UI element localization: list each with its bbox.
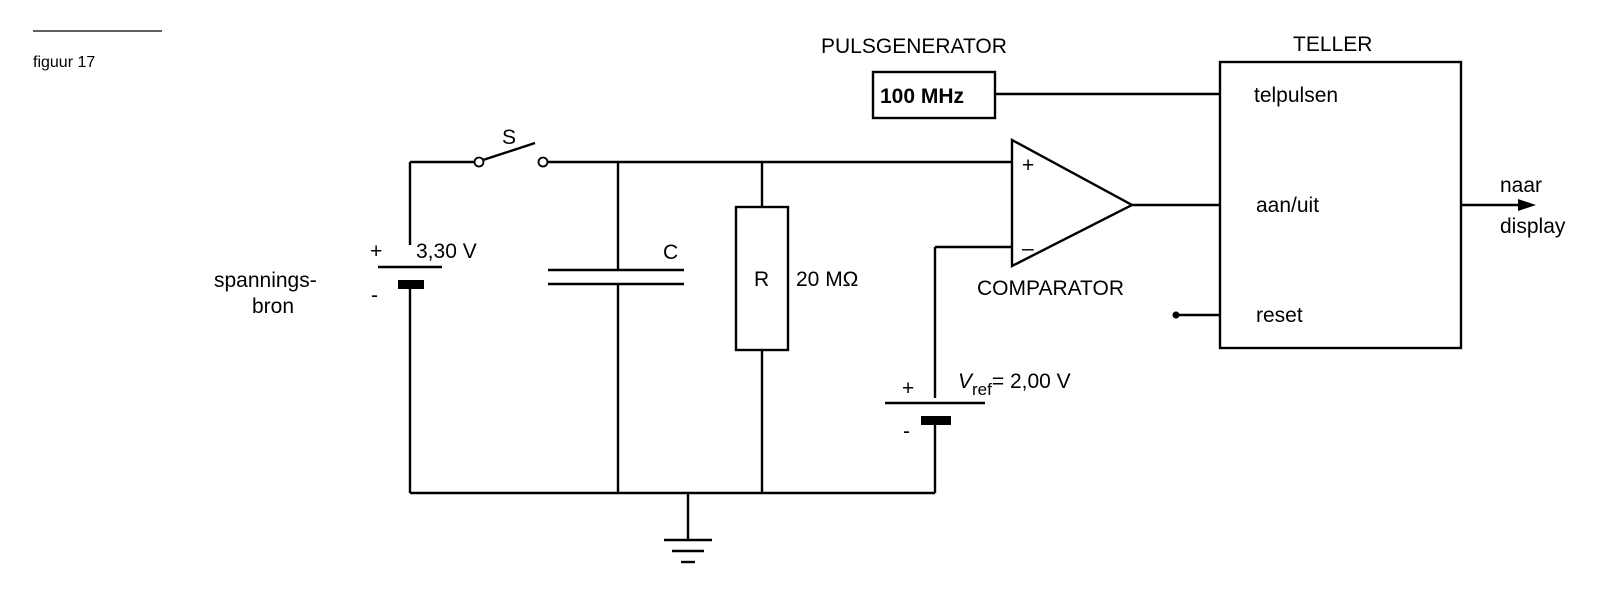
pulse-generator-frequency: 100 MHz (880, 85, 964, 108)
capacitor-label: C (663, 241, 678, 264)
source-voltage: 3,30 V (416, 240, 477, 263)
comparator-title: COMPARATOR (977, 277, 1124, 300)
counter-input-aan-uit: aan/uit (1256, 194, 1319, 217)
switch-s (473, 141, 549, 168)
pulse-generator-box (871, 70, 997, 120)
comparator-triangle (1010, 137, 1135, 268)
ground-icon (664, 538, 712, 564)
counter-title: TELLER (1293, 33, 1372, 56)
output-label-line2: display (1500, 215, 1566, 238)
reference-symbol: V (958, 370, 974, 393)
source-label-line1: spannings- (214, 269, 317, 292)
pulse-generator-title: PULSGENERATOR (821, 35, 1007, 58)
comparator-minus: – (1022, 237, 1034, 260)
source-label-line2: bron (252, 295, 294, 318)
figure-label: figuur 17 (33, 54, 95, 71)
capacitor-icon (548, 268, 684, 286)
reference-subscript: ref (972, 380, 992, 399)
comparator-plus: + (1022, 154, 1034, 177)
output-label-line1: naar (1500, 174, 1542, 197)
counter-input-telpulsen: telpulsen (1254, 84, 1338, 107)
counter-input-reset: reset (1256, 304, 1303, 327)
switch-label: S (502, 126, 516, 149)
resistor-label: R (754, 268, 769, 291)
reference-plus: + (902, 377, 914, 400)
reference-minus: - (903, 420, 910, 443)
battery-reference-icon (885, 401, 985, 425)
source-plus: + (370, 240, 382, 263)
resistor-icon (734, 205, 790, 352)
reset-terminal-dot (1172, 311, 1180, 319)
source-minus: - (371, 284, 378, 307)
reference-label: Vref= 2,00 V (958, 370, 1071, 399)
wires (408, 92, 1220, 540)
output-arrow-icon (1461, 199, 1536, 211)
battery-source-icon (378, 265, 442, 289)
reference-value: = 2,00 V (992, 370, 1071, 393)
resistor-value: 20 MΩ (796, 268, 858, 291)
